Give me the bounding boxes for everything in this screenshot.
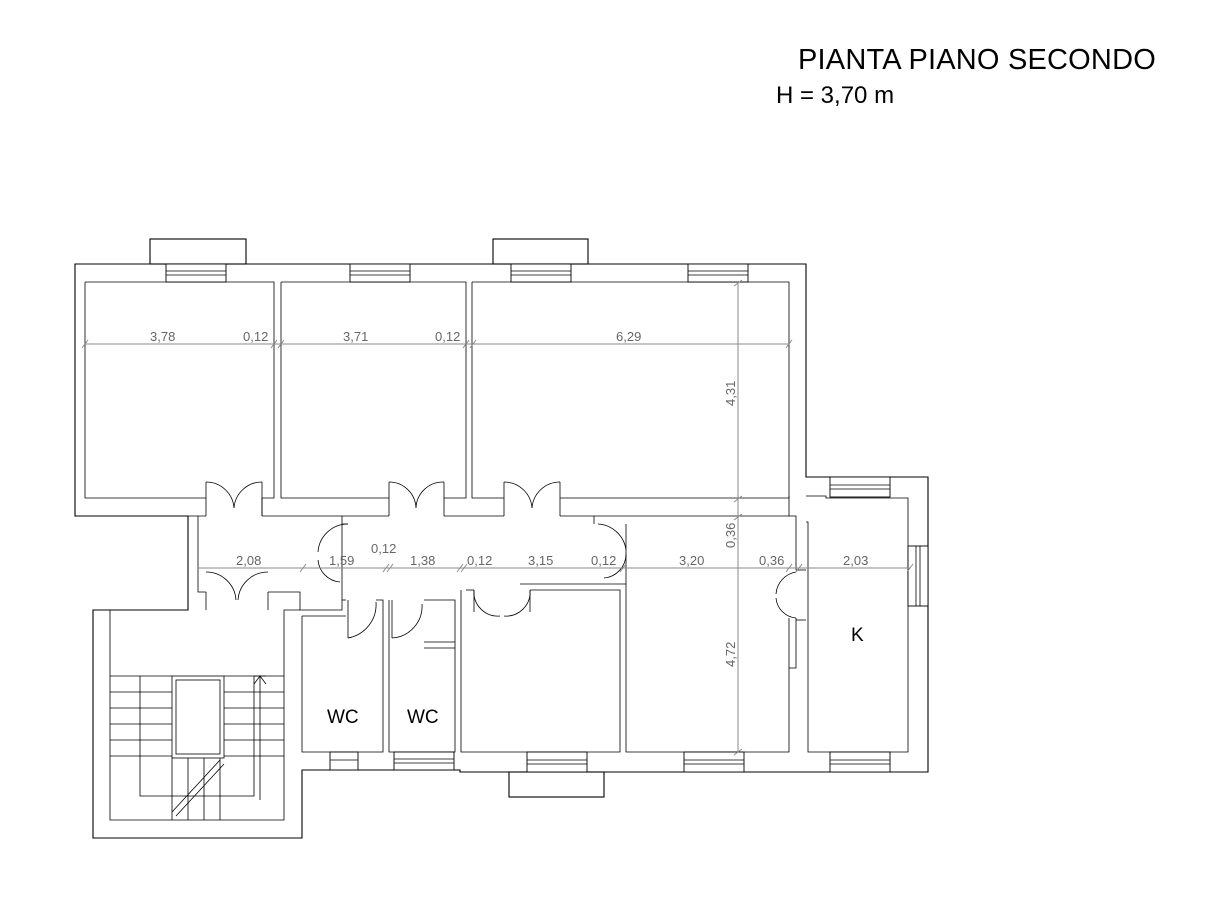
window-bottom-wc <box>329 751 359 771</box>
window-bottom-2 <box>393 751 455 771</box>
dim-corr-9: 0,36 <box>759 553 784 568</box>
dim-corr-5: 0,12 <box>467 553 492 568</box>
dim-top-2: 0,12 <box>243 329 268 344</box>
dim-corr-8: 3,20 <box>679 553 704 568</box>
room-label-wc-2: WC <box>407 707 439 728</box>
door-corridor-left <box>317 523 349 583</box>
dim-corr-10: 2,03 <box>843 553 868 568</box>
dim-corr-6: 3,15 <box>528 553 553 568</box>
dim-corr-2: 1,59 <box>329 553 354 568</box>
room-labels: WC WC K <box>327 625 864 728</box>
dimension-labels: 3,78 0,12 3,71 0,12 6,29 2,08 1,59 0,12 … <box>150 329 868 667</box>
window-top-3 <box>510 263 572 283</box>
dim-top-5: 6,29 <box>616 329 641 344</box>
window-k-right <box>907 545 929 607</box>
inner-walls <box>84 281 909 838</box>
room-label-kitchen: K <box>851 625 864 646</box>
window-bottom-5 <box>829 751 891 773</box>
dim-top-3: 3,71 <box>343 329 368 344</box>
dim-vert-3: 4,72 <box>723 642 738 667</box>
dim-corr-7: 0,12 <box>591 553 616 568</box>
dim-top-1: 3,78 <box>150 329 175 344</box>
room-label-wc-1: WC <box>327 707 359 728</box>
windows <box>165 263 929 773</box>
dim-vert-1: 4,31 <box>723 381 738 406</box>
dim-corr-3: 0,12 <box>371 541 396 556</box>
door-stair <box>205 571 269 610</box>
door-kitchen <box>775 569 806 621</box>
door-room-2 <box>388 481 445 509</box>
window-top-2 <box>349 263 411 283</box>
window-k-top <box>829 476 891 498</box>
balconies <box>149 238 605 798</box>
ceiling-height: H = 3,70 m <box>776 82 895 109</box>
window-bottom-3 <box>526 751 588 773</box>
door-wc-1 <box>347 600 377 639</box>
window-top-4 <box>687 263 749 283</box>
door-room-1 <box>205 481 263 516</box>
door-room-mid <box>473 589 531 617</box>
dim-corr-1: 2,08 <box>236 553 261 568</box>
door-room-3 <box>503 481 561 509</box>
window-top-1 <box>165 263 227 283</box>
dim-top-4: 0,12 <box>435 329 460 344</box>
window-bottom-4 <box>683 751 745 773</box>
dim-vert-2: 0,36 <box>723 523 738 548</box>
door-wc-2 <box>391 600 423 639</box>
door-corridor-right <box>597 523 627 579</box>
dim-corr-4: 1,38 <box>410 553 435 568</box>
staircase <box>110 675 284 820</box>
plan-title: PIANTA PIANO SECONDO <box>798 44 1156 76</box>
dimension-lines <box>81 279 914 756</box>
doors <box>205 481 806 639</box>
